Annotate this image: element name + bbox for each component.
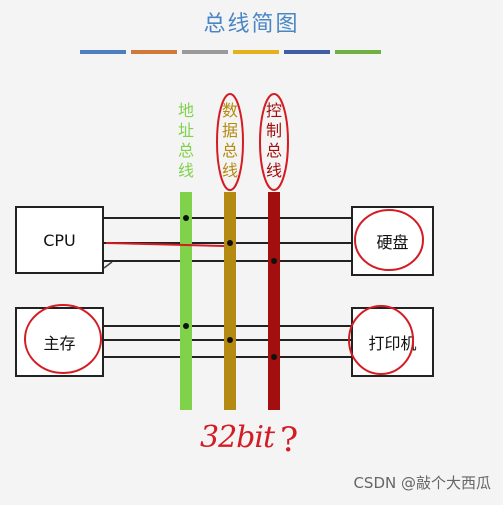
disk-label: 硬盘 — [376, 233, 409, 252]
printer-label: 打印机 — [368, 334, 417, 353]
control-bus — [268, 192, 280, 410]
color-bar — [335, 50, 381, 54]
connection-dot — [183, 215, 189, 221]
color-bar — [182, 50, 228, 54]
disk-box: 硬盘 — [351, 206, 434, 276]
memory-data-wire — [102, 339, 372, 341]
cpu-label: CPU — [43, 230, 76, 250]
cpu-data-wire — [102, 242, 372, 244]
cpu-box: CPU — [15, 206, 104, 274]
control-bus-label: 控制总线 — [265, 101, 282, 180]
memory-address-wire — [102, 325, 372, 327]
connection-dot — [183, 323, 189, 329]
color-bar — [80, 50, 126, 54]
color-bar — [284, 50, 330, 54]
bus-width-annotation: 32bit — [200, 420, 275, 455]
connection-dot — [271, 354, 277, 360]
color-bar — [233, 50, 279, 54]
connection-dot — [227, 337, 233, 343]
address-bus-label: 地址总线 — [177, 101, 194, 180]
connection-dot — [227, 240, 233, 246]
page-title: 总线简图 — [203, 12, 300, 37]
watermark: CSDN @敲个大西瓜 — [353, 474, 491, 492]
memory-control-wire — [102, 356, 372, 358]
connection-dot — [271, 258, 277, 264]
memory-label: 主存 — [43, 334, 76, 353]
address-bus — [180, 192, 192, 410]
printer-box: 打印机 — [351, 307, 434, 377]
data-bus — [224, 192, 236, 410]
question-mark-annotation: ? — [280, 420, 299, 460]
data-bus-label: 数据总线 — [221, 101, 238, 180]
arrow-mark — [103, 261, 113, 269]
memory-box: 主存 — [15, 307, 104, 377]
cpu-control-wire — [102, 260, 372, 262]
cpu-address-wire — [102, 217, 372, 219]
color-bar — [131, 50, 177, 54]
